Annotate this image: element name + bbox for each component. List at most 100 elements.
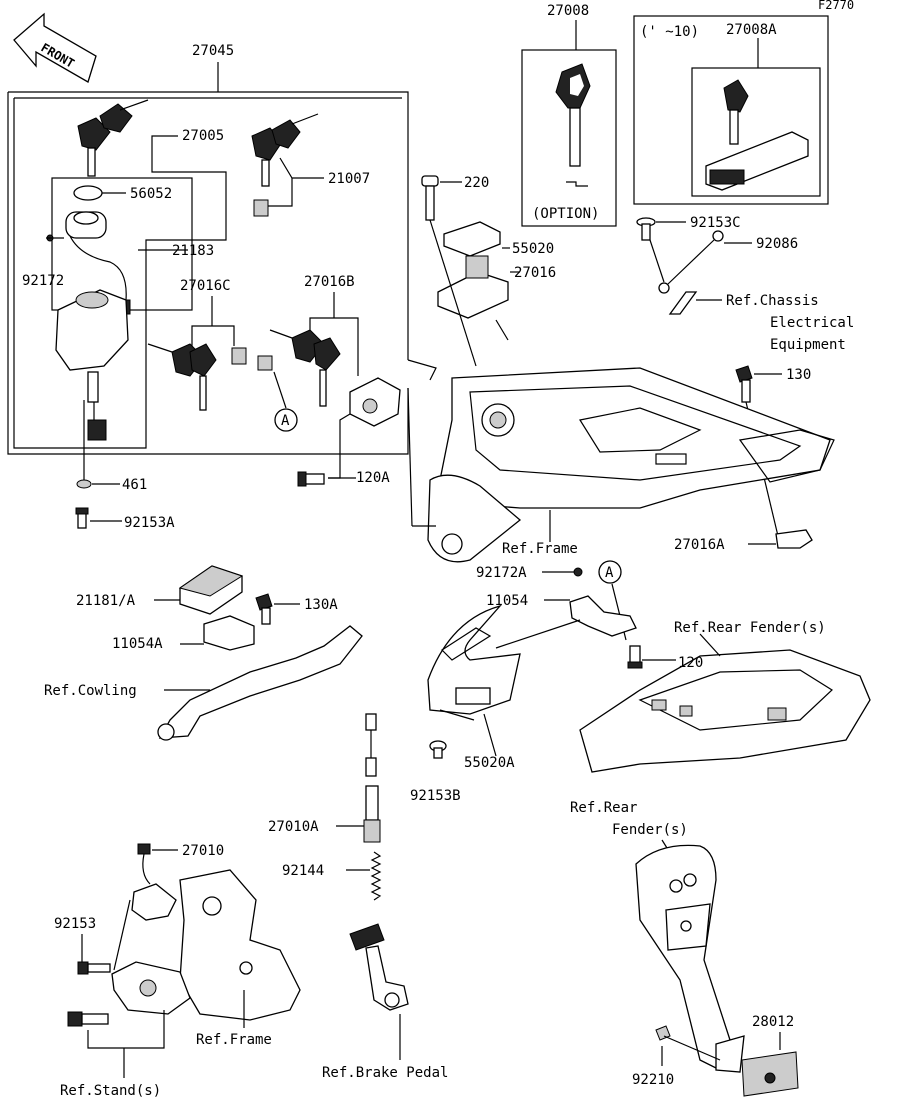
svg-text:A: A <box>281 413 290 429</box>
label-92144: 92144 <box>282 863 324 879</box>
ignition-kit-box: 27045 <box>7 43 409 455</box>
bolt-220-icon <box>421 175 439 221</box>
label-130: 130 <box>786 367 811 383</box>
label-27010: 27010 <box>182 843 224 859</box>
label-27008: 27008 <box>547 3 589 19</box>
label-92153: 92153 <box>54 916 96 932</box>
diagram-code: F2770 <box>818 0 854 12</box>
switch-27016-icon <box>437 255 509 319</box>
main-frame-icon <box>427 367 835 563</box>
label-27045: 27045 <box>192 43 234 59</box>
washer-461-icon <box>76 479 92 489</box>
stand-bracket-icon <box>111 961 191 1015</box>
rear-fender-mount-icon <box>635 844 731 1069</box>
option-label: (OPTION) <box>532 206 599 222</box>
label-21181A: 21181/A <box>76 593 136 609</box>
ecu-21181-icon <box>178 565 244 615</box>
label-56052: 56052 <box>130 186 172 202</box>
keys-27016B-icon <box>269 329 341 407</box>
screw-92172-icon <box>46 234 64 242</box>
year-key-box: (' ~10) 27008A <box>633 15 829 205</box>
label-21183: 21183 <box>172 243 214 259</box>
ref-chassis-2: Electrical <box>770 315 854 331</box>
keys-27016C-icon <box>147 343 273 411</box>
sidestand-switch-27010-icon <box>131 843 177 921</box>
label-27016B: 27016B <box>304 274 355 290</box>
label-27016C: 27016C <box>180 278 231 294</box>
lock-cylinder-icon <box>349 377 401 427</box>
ref-cowling: Ref.Cowling <box>44 683 137 699</box>
ref-chassis-3: Equipment <box>770 337 846 353</box>
label-27005: 27005 <box>182 128 224 144</box>
ref-circle-a-right: A <box>598 560 622 584</box>
license-plate-bracket-icon <box>715 1035 799 1097</box>
latch-11054-icon <box>569 595 637 637</box>
ref-frame-bottom: Ref.Frame <box>196 1032 272 1048</box>
kawasaki-key-icon <box>555 63 591 167</box>
label-92153C: 92153C <box>690 215 741 231</box>
ref-frame-top: Ref.Frame <box>502 541 578 557</box>
cowling-stay-icon <box>157 625 363 741</box>
label-120: 120 <box>678 655 703 671</box>
label-55020A: 55020A <box>464 755 515 771</box>
bracket-27016A-icon <box>775 529 813 549</box>
ref-brake-pedal: Ref.Brake Pedal <box>322 1065 448 1081</box>
svg-text:A: A <box>605 565 614 581</box>
label-92172: 92172 <box>22 273 64 289</box>
label-27016A: 27016A <box>674 537 725 553</box>
ref-chassis-1: Ref.Chassis <box>726 293 819 309</box>
label-21007: 21007 <box>328 171 370 187</box>
label-92153A: 92153A <box>124 515 175 531</box>
label-220: 220 <box>464 175 489 191</box>
stand-bolt-icon <box>67 1011 109 1027</box>
ground-lead-92086-icon <box>658 230 724 294</box>
ref-rear-fender-2a: Ref.Rear <box>570 800 637 816</box>
keys-21007-icon <box>251 113 319 217</box>
label-28012: 28012 <box>752 1014 794 1030</box>
o-ring-icon <box>73 185 103 201</box>
bolt-130A-icon <box>255 593 273 625</box>
bolt-92153A-icon <box>75 507 89 529</box>
label-11054A: 11054A <box>112 636 163 652</box>
bolt-120A-icon <box>297 471 325 487</box>
label-55020: 55020 <box>512 241 554 257</box>
label-27016: 27016 <box>514 265 556 281</box>
screw-92172A-icon <box>573 567 583 577</box>
label-92210: 92210 <box>632 1072 674 1088</box>
label-120A: 120A <box>356 470 390 486</box>
bolt-92153-icon <box>77 961 111 975</box>
screw-92153C-icon <box>636 217 656 241</box>
brake-pedal-icon <box>349 923 409 1011</box>
screw-92153B-icon <box>429 740 447 759</box>
frame-plate-icon <box>179 869 301 1021</box>
label-27008A: 27008A <box>726 22 777 38</box>
label-11054: 11054 <box>486 593 528 609</box>
bolt-120-icon <box>627 645 643 669</box>
key-blank-icon <box>723 79 749 145</box>
bracket-11054A-icon <box>203 615 255 651</box>
label-130A: 130A <box>304 597 338 613</box>
bolt-130-icon <box>735 365 753 403</box>
ref-rear-fender-2b: Fender(s) <box>612 822 688 838</box>
label-27010A: 27010A <box>268 819 319 835</box>
front-arrow-icon: FRONT <box>13 12 97 83</box>
label-92086: 92086 <box>756 236 798 252</box>
bracket-55020-icon <box>443 221 501 257</box>
chassis-ref-icon <box>668 291 698 315</box>
rear-fender-icon <box>579 649 871 773</box>
label-92172A: 92172A <box>476 565 527 581</box>
keys-27005-icon <box>77 99 149 177</box>
cowl-bracket-icon <box>427 604 521 715</box>
ref-circle-a-left: A <box>273 371 298 432</box>
year-note: (' ~10) <box>640 24 699 40</box>
key-case-icon <box>705 131 809 191</box>
ref-stand: Ref.Stand(s) <box>60 1083 161 1099</box>
ignition-switch-icon <box>55 289 129 441</box>
spring-92144-icon <box>370 851 382 901</box>
option-key-box: 27008 (OPTION) <box>521 3 617 227</box>
brake-switch-27010A-icon <box>363 713 381 843</box>
label-461: 461 <box>122 477 147 493</box>
label-92153B: 92153B <box>410 788 461 804</box>
